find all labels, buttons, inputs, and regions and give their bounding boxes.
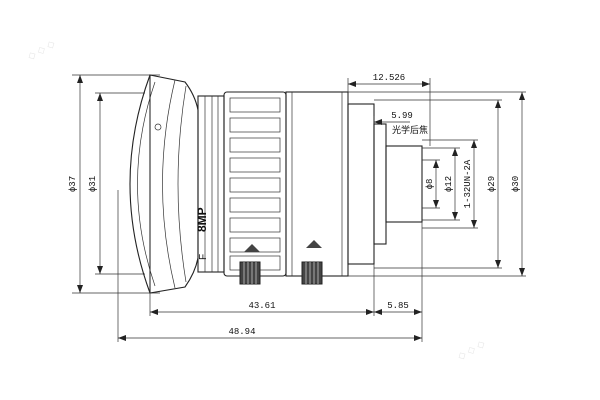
dim-front-diameter-label: ϕ31 <box>88 176 98 192</box>
lens-barrel <box>285 91 349 277</box>
dim-outer-diameter: ϕ37 <box>68 74 160 294</box>
dim-outer-diameter-label: ϕ37 <box>68 176 78 192</box>
dim-thread: 1-32UN-2A <box>422 139 478 229</box>
dim-flange: 12.526 <box>347 73 431 146</box>
dim-length-total: 48.94 <box>117 190 422 342</box>
dim-inner-d12: ϕ12 <box>422 147 460 221</box>
watermark-pattern: ◇ ◇ ◇ ◇ ◇ ◇ <box>26 38 487 362</box>
iris-lock-icon <box>306 240 322 248</box>
dim-length-total-label: 48.94 <box>228 327 255 337</box>
dim-inner-d12-label: ϕ12 <box>444 176 454 192</box>
dim-front-diameter: ϕ31 <box>88 92 145 275</box>
lens-front-element <box>129 74 199 294</box>
dim-rear-d30-label: ϕ30 <box>511 176 521 192</box>
svg-text:◇ ◇ ◇: ◇ ◇ ◇ <box>456 338 487 362</box>
back-focus-caption: 光学后焦 <box>392 124 428 136</box>
dim-rear-d29: ϕ29 <box>374 99 502 269</box>
lens-neck <box>197 95 225 273</box>
dim-rear-d30: ϕ30 <box>348 91 526 277</box>
dim-flange-label: 12.526 <box>373 73 405 83</box>
dim-rear-d29-label: ϕ29 <box>487 176 497 192</box>
dim-length-main: 43.61 <box>149 264 375 316</box>
dim-length-main-label: 43.61 <box>248 301 275 311</box>
svg-text:◇ ◇ ◇: ◇ ◇ ◇ <box>26 38 57 62</box>
dim-inner-d8: ϕ8 <box>422 159 440 209</box>
focus-lock-screw <box>239 244 261 285</box>
dim-back-focus-label: 5.99 <box>391 111 413 121</box>
focus-ring: 8MP F <box>195 91 287 277</box>
dim-inner-d8-label: ϕ8 <box>425 179 435 190</box>
dim-back-focus: 5.99 光学后焦 <box>373 111 428 136</box>
dim-thread-label: 1-32UN-2A <box>463 159 473 208</box>
dim-length-rear-label: 5.85 <box>387 301 409 311</box>
lens-marking: 8MP <box>195 207 209 232</box>
lens-marking-prefix: F <box>198 254 209 260</box>
focus-lock-icon <box>244 244 260 252</box>
iris-lock-screw <box>301 240 323 285</box>
dim-length-rear: 5.85 <box>374 222 423 342</box>
